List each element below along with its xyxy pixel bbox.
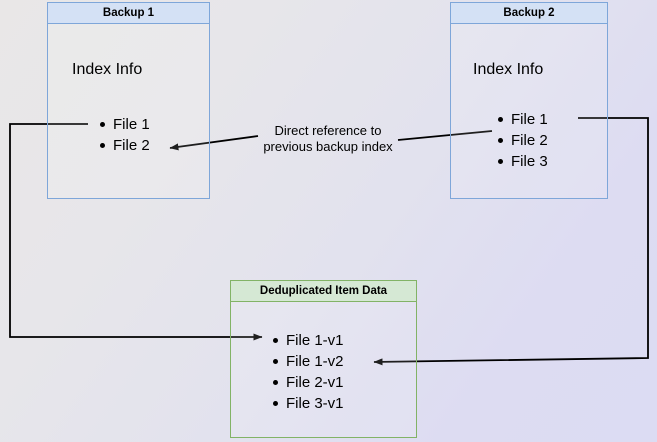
backup1-box[interactable]: Backup 1 Index Info File 1 File 2 bbox=[47, 2, 210, 199]
list-item: File 3-v1 bbox=[271, 393, 344, 414]
list-item: File 1-v2 bbox=[271, 351, 344, 372]
backup2-box[interactable]: Backup 2 Index Info File 1 File 2 File 3 bbox=[450, 2, 608, 199]
direct-reference-line-1: Direct reference to bbox=[274, 123, 382, 138]
deduplicated-item-data-box[interactable]: Deduplicated Item Data File 1-v1 File 1-… bbox=[230, 280, 417, 438]
direct-reference-label: Direct reference to previous backup inde… bbox=[248, 123, 408, 155]
backup2-index-info-label: Index Info bbox=[473, 61, 544, 78]
list-item: File 1 bbox=[98, 114, 150, 135]
list-item: File 2 bbox=[98, 135, 150, 156]
backup1-index-info-label: Index Info bbox=[72, 61, 143, 78]
deduplicated-item-data-body: File 1-v1 File 1-v2 File 2-v1 File 3-v1 bbox=[231, 302, 416, 437]
list-item: File 2 bbox=[496, 130, 548, 151]
backup2-file-list: File 1 File 2 File 3 bbox=[496, 109, 548, 172]
backup1-file-list: File 1 File 2 bbox=[98, 114, 150, 156]
backup2-body: Index Info File 1 File 2 File 3 bbox=[451, 24, 607, 198]
direct-reference-line-2: previous backup index bbox=[263, 139, 393, 154]
list-item: File 2-v1 bbox=[271, 372, 344, 393]
deduplicated-item-data-header: Deduplicated Item Data bbox=[231, 281, 416, 302]
backup1-header: Backup 1 bbox=[48, 3, 209, 24]
list-item: File 1 bbox=[496, 109, 548, 130]
list-item: File 3 bbox=[496, 151, 548, 172]
backup1-body: Index Info File 1 File 2 bbox=[48, 24, 209, 198]
list-item: File 1-v1 bbox=[271, 330, 344, 351]
backup2-header: Backup 2 bbox=[451, 3, 607, 24]
dedup-file-list: File 1-v1 File 1-v2 File 2-v1 File 3-v1 bbox=[271, 330, 344, 414]
